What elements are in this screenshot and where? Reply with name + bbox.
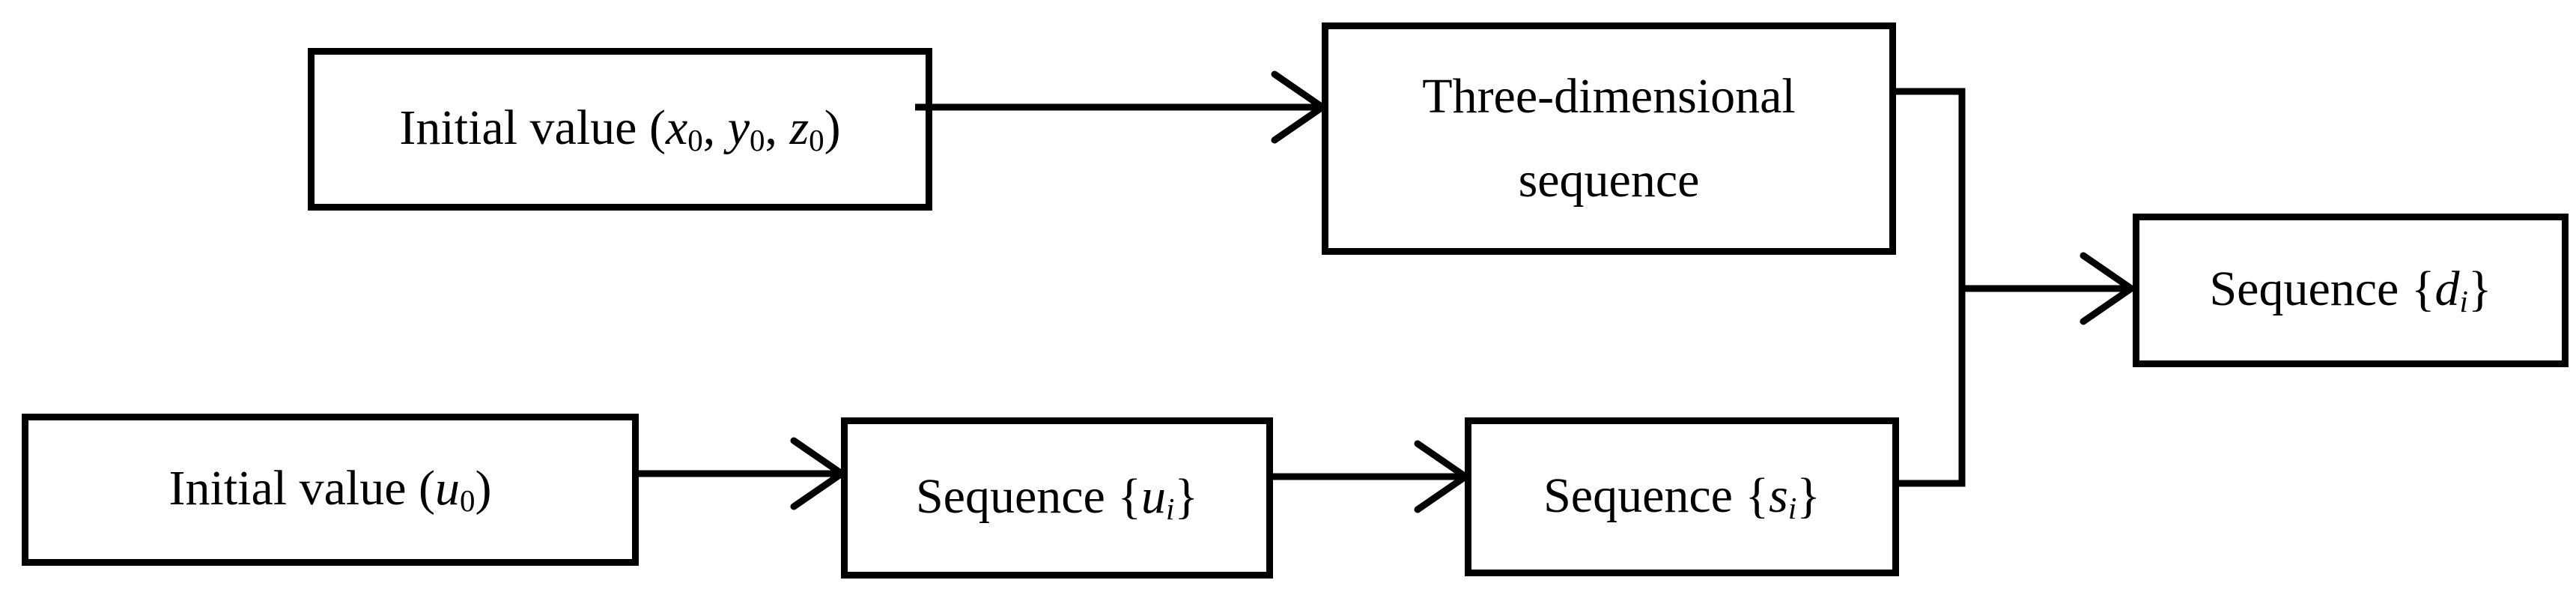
arrowhead-initial-u-to-seq-u <box>790 437 848 510</box>
arrowhead-initial-xyz-to-three-dim <box>1271 70 1328 144</box>
box-three-dimensional-sequence-line2: sequence <box>1518 153 1700 208</box>
arrowhead-seq-u-to-seq-s <box>1414 440 1471 513</box>
box-sequence-ui-label: Sequence {ui} <box>915 469 1199 526</box>
arrowhead-junction-to-seq-d <box>2080 252 2137 325</box>
box-sequence-di: Sequence {di} <box>2133 214 2569 367</box>
box-sequence-di-label: Sequence {di} <box>2209 262 2492 318</box>
box-sequence-si: Sequence {si} <box>1465 417 1899 576</box>
box-three-dimensional-sequence: Three-dimensional sequence <box>1322 22 1896 255</box>
box-initial-value-xyz: Initial value (x0, y0, z0) <box>308 48 932 211</box>
box-three-dimensional-sequence-line1: Three-dimensional <box>1422 69 1796 124</box>
box-initial-value-u: Initial value (u0) <box>22 414 639 566</box>
box-initial-value-u-label: Initial value (u0) <box>168 461 492 518</box>
box-sequence-si-label: Sequence {si} <box>1543 468 1820 525</box>
box-initial-value-xyz-label: Initial value (x0, y0, z0) <box>399 100 841 157</box>
box-sequence-ui: Sequence {ui} <box>841 417 1273 579</box>
connector-junction <box>1893 88 1966 487</box>
